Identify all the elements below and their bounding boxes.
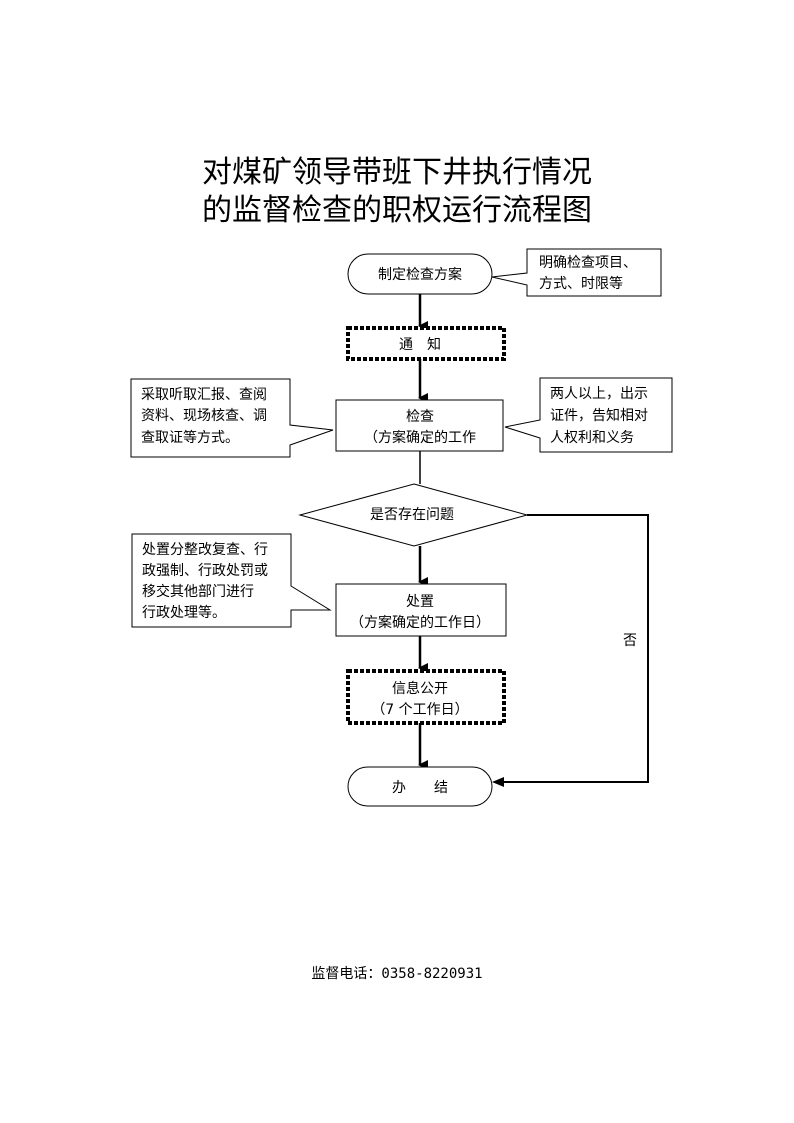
callout-inspect-left: 采取听取汇报、查阅 资料、现场核查、调 查取证等方式。 <box>130 378 334 458</box>
edge-no-arrowhead <box>492 777 504 787</box>
callout-handle-line-4: 行政处理等。 <box>142 604 226 621</box>
callout-handle-note: 处置分整改复查、行 政强制、行政处罚或 移交其他部门进行 行政处理等。 <box>131 533 332 628</box>
node-handle-line-2: （方案确定的工作日） <box>350 614 490 631</box>
callout-plan-line-2: 方式、时限等 <box>539 275 623 292</box>
footer-label: 监督电话： <box>311 966 382 982</box>
node-inspect-line-1: 检查 <box>406 409 434 425</box>
node-inspect: 检查 （方案确定的工作 <box>335 399 504 452</box>
callout-inspect-right-line-2: 证件，告知相对 <box>550 407 648 424</box>
callout-inspect-right: 两人以上，出示 证件，告知相对 人权利和义务 <box>504 377 673 453</box>
callout-handle-line-2: 政强制、行政处罚或 <box>142 563 268 579</box>
edge-decision-no <box>494 514 649 783</box>
callout-handle-line-1: 处置分整改复查、行 <box>142 541 268 558</box>
node-handle: 处置 （方案确定的工作日） <box>335 583 507 637</box>
edge-label-no: 否 <box>623 633 637 649</box>
callout-plan-line-1: 明确检查项目、 <box>539 255 637 271</box>
callout-handle-line-3: 移交其他部门进行 <box>142 583 254 600</box>
title-line-2: 的监督检查的职权运行流程图 <box>202 193 592 228</box>
callout-inspect-left-line-3: 查取证等方式。 <box>141 429 239 446</box>
node-decision: 是否存在问题 <box>298 483 529 547</box>
callout-inspect-right-line-1: 两人以上，出示 <box>550 386 648 402</box>
node-decision-label: 是否存在问题 <box>370 507 454 523</box>
node-publicize-line-2: （7 个工作日） <box>371 702 468 718</box>
node-notify-label: 通 知 <box>399 336 441 353</box>
node-plan: 制定检查方案 <box>347 253 493 295</box>
node-plan-label: 制定检查方案 <box>378 266 462 283</box>
node-inspect-line-2: （方案确定的工作 <box>364 429 476 446</box>
node-close: 办 结 <box>347 766 493 807</box>
footer-hotline: 监督电话：0358-8220931 <box>0 963 794 983</box>
footer-phone: 0358-8220931 <box>381 966 483 982</box>
title-line-1: 对煤矿领导带班下井执行情况 <box>202 155 592 190</box>
node-handle-line-1: 处置 <box>406 594 434 610</box>
node-publicize: 信息公开 （7 个工作日） <box>346 669 506 725</box>
node-close-label: 办 结 <box>392 780 448 796</box>
callout-inspect-left-line-1: 采取听取汇报、查阅 <box>141 387 267 403</box>
node-publicize-line-1: 信息公开 <box>392 680 448 697</box>
callout-inspect-right-line-3: 人权利和义务 <box>550 430 634 446</box>
callout-plan-note: 明确检查项目、 方式、时限等 <box>491 248 662 297</box>
callout-inspect-left-line-2: 资料、现场核查、调 <box>141 408 267 424</box>
node-notify: 通 知 <box>346 326 506 361</box>
